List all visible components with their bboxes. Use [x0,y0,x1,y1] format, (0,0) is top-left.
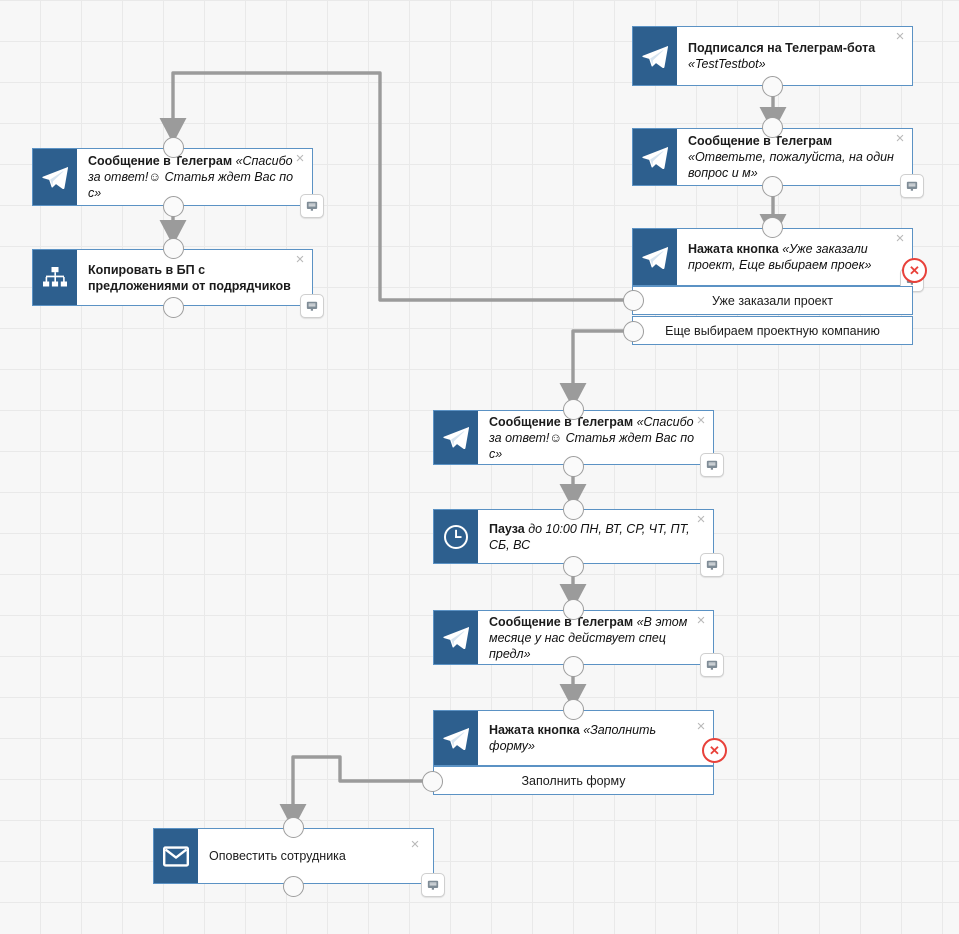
close-icon[interactable]: × [696,412,706,429]
envelope-icon [154,829,198,883]
telegram-icon [633,129,677,185]
node-body: Копировать в БП с предложениями от подря… [77,250,312,305]
comment-icon[interactable] [300,294,324,318]
close-icon[interactable]: × [895,230,905,247]
node-port-in[interactable] [563,599,584,620]
error-icon[interactable]: ✕ [902,258,927,283]
node-detail: «Спасибо за ответ!☺ Статья ждет Вас по с… [489,414,695,461]
telegram-icon [33,149,77,205]
close-icon[interactable]: × [696,612,706,629]
node-detail: «Заполнить форму» [489,723,657,753]
node-title: Сообщение в Телеграм [489,414,634,429]
branch-row[interactable]: Еще выбираем проектную компанию [632,316,913,345]
node-body: Оповестить сотрудника [198,829,433,883]
node-body: Сообщение в Телеграм «Спасибо за ответ!☺… [478,411,713,464]
node-detail: «Ответьте, пожалуйста, на один вопрос и … [688,150,894,180]
telegram-icon [633,27,677,85]
node-body: Нажата кнопка «Заполнить форму» [478,711,713,765]
node-title: Сообщение в Телеграм [688,134,833,148]
comment-icon[interactable] [700,453,724,477]
node-body: Пауза до 10:00 ПН, ВТ, СР, ЧТ, ПТ, СБ, В… [478,510,713,563]
branch-label: Еще выбираем проектную компанию [665,323,880,338]
branch-row[interactable]: Заполнить форму [433,766,714,795]
close-icon[interactable]: × [895,130,905,147]
close-icon[interactable]: × [696,511,706,528]
node-title: Нажата кнопка [688,242,779,256]
node-port-out[interactable] [762,176,783,197]
branch-row[interactable]: Уже заказали проект [632,286,913,315]
node-title: Пауза [489,521,525,536]
node-port-out[interactable] [563,456,584,477]
node-port-out[interactable] [283,876,304,897]
node-detail: до 10:00 ПН, ВТ, СР, ЧТ, ПТ, СБ, ВС [489,521,690,552]
node-body: Подписался на Телеграм-бота «TestTestbot… [677,27,912,85]
comment-icon[interactable] [700,553,724,577]
wire-branch-form-to-notify [279,755,432,830]
telegram-icon [434,411,478,464]
node-port-out[interactable] [163,196,184,217]
close-icon[interactable]: × [295,150,305,167]
node-detail: «TestTestbot» [688,57,766,71]
node-port-in[interactable] [563,499,584,520]
node-title: Сообщение в Телеграм [88,154,233,168]
close-icon[interactable]: × [895,28,905,45]
node-detail: «В этом месяце у нас действует спец пред… [489,614,688,661]
node-port-in[interactable] [163,137,184,158]
clock-icon [434,510,478,563]
branch-label: Заполнить форму [521,773,626,788]
branch-label: Уже заказали проект [712,293,833,308]
node-port-out[interactable] [762,76,783,97]
node-detail: «Спасибо за ответ!☺ Статья ждет Вас по с… [88,154,294,200]
node-msg-thanks-mid[interactable]: Сообщение в Телеграм «Спасибо за ответ!☺… [433,410,714,465]
node-title: Подписался на Телеграм-бота [688,41,876,55]
node-body: Сообщение в Телеграм «В этом месяце у на… [478,611,713,664]
node-port-in[interactable] [762,117,783,138]
telegram-icon [633,229,677,285]
node-port-in[interactable] [563,699,584,720]
sitemap-icon [33,250,77,305]
node-title: Сообщение в Телеграм [489,614,634,629]
node-button-pressed-form[interactable]: Нажата кнопка «Заполнить форму» × [433,710,714,766]
node-detail: «Уже заказали проект, Еще выбираем проек… [688,242,872,272]
node-port-in[interactable] [163,238,184,259]
telegram-icon [434,711,478,765]
close-icon[interactable]: × [410,836,420,853]
node-title: Копировать в БП с предложениями от подря… [88,262,291,293]
node-port-in[interactable] [762,217,783,238]
close-icon[interactable]: × [696,718,706,735]
node-port-out[interactable] [563,556,584,577]
telegram-icon [434,611,478,664]
comment-icon[interactable] [421,873,445,897]
comment-icon[interactable] [700,653,724,677]
branch-port[interactable] [623,290,644,311]
error-icon[interactable]: ✕ [702,738,727,763]
node-title: Оповестить сотрудника [209,849,346,863]
node-title: Нажата кнопка [489,723,580,737]
node-port-in[interactable] [563,399,584,420]
node-body: Сообщение в Телеграм «Спасибо за ответ!☺… [77,149,312,205]
node-port-out[interactable] [563,656,584,677]
wire-branch2-to-thanks-mid [559,329,633,409]
comment-icon[interactable] [300,194,324,218]
node-port-out[interactable] [163,297,184,318]
branch-port[interactable] [422,771,443,792]
branch-port[interactable] [623,321,644,342]
node-body: Нажата кнопка «Уже заказали проект, Еще … [677,229,912,285]
node-body: Сообщение в Телеграм «Ответьте, пожалуйс… [677,129,912,185]
close-icon[interactable]: × [295,251,305,268]
comment-icon[interactable] [900,174,924,198]
node-port-in[interactable] [283,817,304,838]
